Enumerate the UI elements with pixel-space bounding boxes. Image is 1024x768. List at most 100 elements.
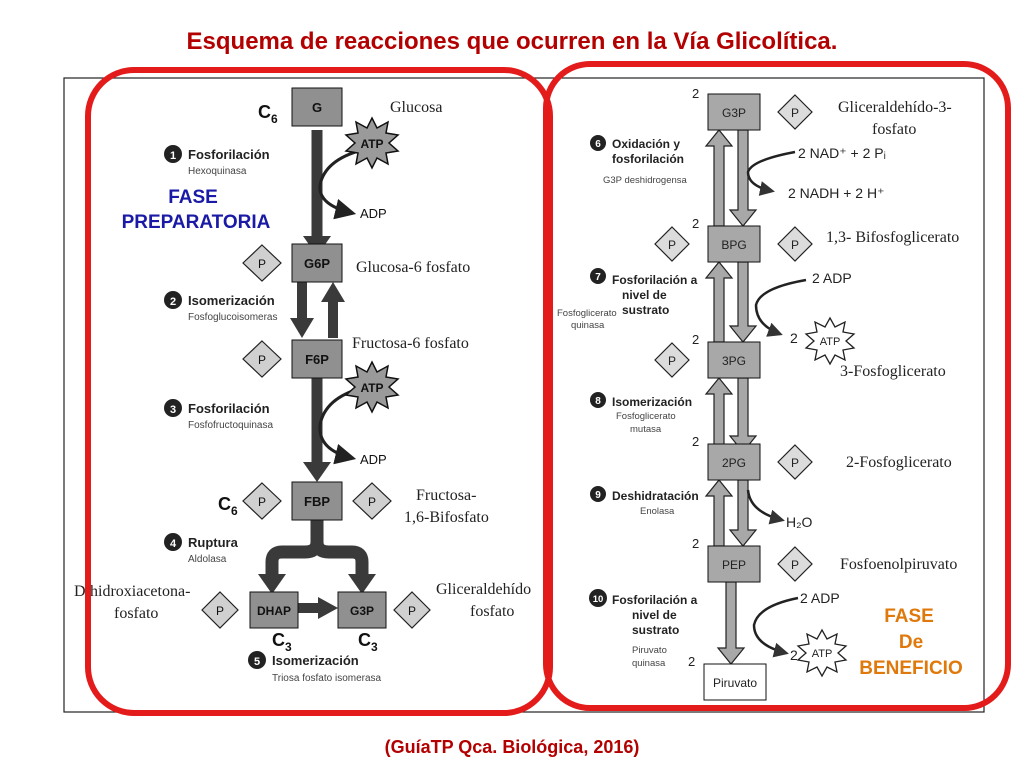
name-f6p: Fructosa-6 fosfato [352, 335, 469, 352]
reversible-arrows [704, 129, 758, 665]
coef-3pg: 2 [692, 332, 699, 347]
box-g3p-left [337, 591, 387, 629]
step-7: 7 Fosforilación a nivel de sustrato Fosf… [557, 268, 698, 331]
box-g-label: G [312, 100, 322, 115]
nad-curve [746, 150, 796, 196]
box-bpg [707, 225, 761, 263]
atp-curve-3 [754, 278, 807, 337]
step-3: 3 Fosforilación Fosfofructoquinasa [164, 399, 273, 431]
atp-star-2 [344, 360, 400, 414]
svg-text:P: P [668, 238, 676, 252]
svg-text:Oxidación y: Oxidación y [612, 137, 680, 151]
phosphate-fbp-left-diamond: P [242, 482, 282, 520]
adp-label-4: 2 ADP [800, 590, 840, 606]
phase-beneficio-line2: De [899, 632, 923, 653]
svg-text:Fosfoglicerato: Fosfoglicerato [616, 411, 676, 422]
phase-preparatoria-outline [85, 67, 553, 716]
coef-g3p: 2 [692, 86, 699, 101]
box-fbp-label: FBP [304, 494, 330, 509]
name-fbp-2: 1,6-Bifosfato [404, 509, 489, 526]
atp-curve-4 [752, 596, 799, 658]
box-g [291, 87, 343, 127]
svg-text:7: 7 [595, 272, 601, 283]
arrow-head-dhap [258, 574, 286, 594]
svg-text:nivel de: nivel de [622, 288, 667, 302]
atp-label-4: ATP [812, 648, 833, 660]
adp-label-3: 2 ADP [812, 270, 852, 286]
phosphate-dhap-diamond: P [201, 591, 239, 629]
box-f6p-label: F6P [305, 352, 329, 367]
svg-text:4: 4 [170, 538, 177, 550]
coef-bpg: 2 [692, 216, 699, 231]
box-piruvato-label: Piruvato [713, 676, 757, 690]
svg-text:Isomerización: Isomerización [272, 653, 359, 668]
atp-label-3: ATP [820, 336, 841, 348]
svg-text:2: 2 [170, 296, 176, 308]
svg-text:sustrato: sustrato [622, 303, 669, 317]
arrow-fbp-split [265, 520, 369, 578]
arrow-head-f6p-fbp [303, 462, 331, 482]
name-dhap-2: fosfato [114, 605, 158, 622]
step-5: 5 Isomerización Triosa fosfato isomerasa [248, 651, 382, 684]
box-g3p-right-label: G3P [722, 106, 746, 120]
svg-text:P: P [368, 495, 376, 509]
svg-text:Fosforilación a: Fosforilación a [612, 593, 698, 607]
svg-text:Fosforilación: Fosforilación [188, 401, 270, 416]
svg-text:5: 5 [254, 656, 260, 668]
name-g3p-left-1: Gliceraldehído [436, 581, 531, 598]
atp-label-1: ATP [360, 137, 383, 151]
box-3pg-label: 3PG [722, 354, 746, 368]
svg-text:sustrato: sustrato [632, 623, 679, 637]
svg-text:Fosforilación a: Fosforilación a [612, 273, 698, 287]
svg-text:P: P [791, 558, 799, 572]
svg-text:P: P [258, 495, 266, 509]
name-2pg: 2-Fosfoglicerato [846, 454, 952, 471]
svg-text:quinasa: quinasa [571, 320, 605, 331]
svg-text:G3P deshidrogensa: G3P deshidrogensa [603, 175, 688, 186]
svg-text:Ruptura: Ruptura [188, 535, 239, 550]
step-9: 9 Deshidratación Enolasa [590, 486, 699, 517]
box-fbp [291, 481, 343, 521]
coef-piruvato: 2 [688, 654, 695, 669]
name-g3p-right-1: Gliceraldehído-3- [838, 99, 952, 116]
phase-preparatoria-line1: FASE [168, 187, 218, 208]
name-g3p-left-2: fosfato [470, 603, 514, 620]
box-3pg [707, 341, 761, 379]
c6-top-label: C6 [258, 102, 278, 126]
phosphate-bpg-left-diamond: P [654, 226, 690, 262]
atp-coef-4: 2 [790, 647, 798, 663]
phosphate-g3p-left-diamond: P [393, 591, 431, 629]
svg-text:P: P [791, 238, 799, 252]
svg-text:Isomerización: Isomerización [188, 293, 275, 308]
atp-star-4 [796, 628, 848, 678]
nad-label: 2 NAD⁺ + 2 Pᵢ [798, 145, 886, 161]
box-pep [707, 545, 761, 583]
svg-text:Fosfoglicerato: Fosfoglicerato [557, 308, 617, 319]
atp-curve-2 [318, 386, 363, 465]
box-2pg-label: 2PG [722, 456, 746, 470]
box-2pg [707, 443, 761, 481]
arrow-head-f6p-g6p [321, 282, 345, 302]
phase-beneficio-line3: BENEFICIO [859, 658, 962, 679]
name-dhap-1: Dihidroxiacetona- [74, 583, 190, 600]
box-g3p-right [707, 93, 761, 131]
svg-text:Hexoquinasa: Hexoquinasa [188, 166, 247, 177]
name-3pg: 3-Fosfoglicerato [840, 363, 946, 380]
box-g6p-label: G6P [304, 256, 330, 271]
atp-star-3 [804, 316, 856, 366]
svg-text:9: 9 [595, 490, 601, 501]
svg-text:Aldolasa: Aldolasa [188, 554, 227, 565]
phase-preparatoria-line2: PREPARATORIA [122, 212, 271, 233]
box-g3p-left-label: G3P [350, 604, 374, 618]
arrow-head-dhap-g3p [318, 597, 338, 619]
svg-text:Triosa fosfato isomerasa: Triosa fosfato isomerasa [272, 673, 382, 684]
atp-star-1 [344, 116, 400, 170]
phosphate-bpg-right-diamond: P [777, 226, 813, 262]
svg-text:nivel de: nivel de [632, 608, 677, 622]
box-f6p [291, 339, 343, 379]
phosphate-3pg-diamond: P [654, 342, 690, 378]
svg-text:P: P [258, 257, 266, 271]
step-4: 4 Ruptura Aldolasa [164, 533, 239, 565]
adp-label-1: ADP [360, 206, 387, 221]
